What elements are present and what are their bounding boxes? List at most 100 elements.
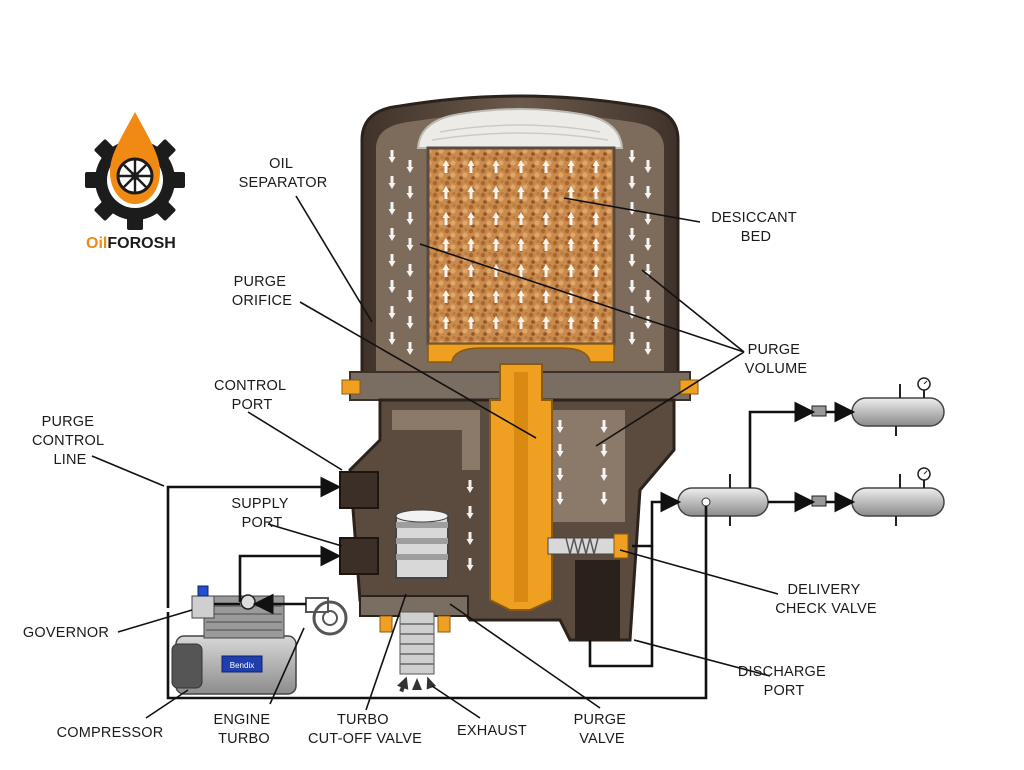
flow-arrow xyxy=(517,290,525,303)
flow-arrow xyxy=(492,316,500,329)
flow-arrow xyxy=(492,290,500,303)
gauge-icon xyxy=(917,377,931,398)
center-tube-bore xyxy=(514,372,528,602)
internal-air-passage xyxy=(392,410,480,470)
label-discharge-port: DISCHARGE PORT xyxy=(738,664,830,699)
flow-arrow xyxy=(492,264,500,277)
flow-arrow xyxy=(406,264,414,277)
governor-reservoir-line xyxy=(166,506,708,700)
air-dryer xyxy=(339,94,699,693)
dryer-dome xyxy=(416,108,624,149)
flow-arrow xyxy=(567,316,575,329)
flow-arrow xyxy=(556,444,564,457)
delivery-check-valve xyxy=(547,533,629,559)
flow-arrow xyxy=(542,316,550,329)
flow-arrow xyxy=(592,212,600,225)
flow-arrow xyxy=(567,264,575,277)
reservoir-primary xyxy=(677,487,769,517)
flow-arrow xyxy=(466,506,474,519)
flow-arrow xyxy=(517,186,525,199)
purge-control-line xyxy=(166,476,342,608)
label-compressor: COMPRESSOR xyxy=(57,725,164,741)
label-engine-turbo: ENGINE TURBO xyxy=(213,712,274,747)
flow-arrow xyxy=(388,254,396,267)
flow-arrow xyxy=(592,316,600,329)
flow-arrow xyxy=(542,186,550,199)
safety-valve-icon xyxy=(729,384,901,526)
diagram-labels: OIL SEPARATOR DESICCANT BED PURGE ORIFIC… xyxy=(23,156,877,747)
flow-arrow xyxy=(644,342,652,355)
flow-arrow xyxy=(406,186,414,199)
flow-arrow xyxy=(542,212,550,225)
flow-arrow xyxy=(556,492,564,505)
label-turbo-cutoff-valve: TURBO CUT-OFF VALVE xyxy=(308,712,422,747)
label-purge-volume: PURGE VOLUME xyxy=(745,342,808,377)
flow-arrow xyxy=(600,444,608,457)
flow-arrow xyxy=(442,238,450,251)
flow-arrow xyxy=(467,160,475,173)
label-purge-valve: PURGE VALVE xyxy=(574,712,631,747)
flow-arrow xyxy=(492,160,500,173)
flow-arrow xyxy=(542,290,550,303)
flow-arrow xyxy=(467,316,475,329)
flow-arrow xyxy=(600,420,608,433)
flow-arrow xyxy=(628,150,636,163)
turbine-wheel-icon xyxy=(116,157,154,195)
flow-arrow xyxy=(644,290,652,303)
flow-arrow xyxy=(466,532,474,545)
flow-arrow xyxy=(467,290,475,303)
label-exhaust: EXHAUST xyxy=(457,723,527,739)
flow-arrow xyxy=(556,420,564,433)
compressor-nameplate xyxy=(221,655,263,673)
delivery-line xyxy=(632,491,682,548)
flow-arrow xyxy=(442,264,450,277)
flow-arrow xyxy=(592,160,600,173)
flow-arrow xyxy=(406,160,414,173)
flow-arrow xyxy=(542,264,550,277)
exhaust-arrows xyxy=(396,676,437,693)
flow-arrow xyxy=(467,238,475,251)
purge-valve-cavity xyxy=(575,560,620,640)
flow-arrow xyxy=(600,492,608,505)
flow-arrow xyxy=(442,290,450,303)
flow-arrow xyxy=(628,332,636,345)
label-control-port: CONTROL PORT xyxy=(214,378,290,413)
deck-flange-left xyxy=(341,379,361,395)
flow-arrow xyxy=(492,212,500,225)
purge-valve-assembly xyxy=(359,595,469,675)
flow-arrow xyxy=(442,160,450,173)
line-to-upper-reservoir xyxy=(748,401,816,488)
callout-leaders xyxy=(91,195,779,719)
flow-arrow xyxy=(466,558,474,571)
flow-arrow xyxy=(567,238,575,251)
flow-arrow xyxy=(592,264,600,277)
flow-arrow xyxy=(388,176,396,189)
flow-arrow xyxy=(592,186,600,199)
flow-arrow xyxy=(628,280,636,293)
flow-arrow xyxy=(567,160,575,173)
governor-body xyxy=(191,595,215,619)
label-oil-separator: OIL SEPARATOR xyxy=(239,156,328,191)
flow-arrow xyxy=(388,202,396,215)
air-lines xyxy=(166,401,856,700)
flow-arrow xyxy=(628,228,636,241)
label-supply-port: SUPPLY PORT xyxy=(231,496,292,531)
flow-arrow xyxy=(406,290,414,303)
dome-ribs xyxy=(431,124,609,141)
reservoir-lower xyxy=(851,487,945,517)
logo-wordmark: OilFOROSH xyxy=(86,235,176,252)
flow-arrow xyxy=(517,238,525,251)
control-port-fitting xyxy=(339,471,379,509)
flow-arrow xyxy=(517,160,525,173)
flow-arrow xyxy=(517,264,525,277)
flow-arrow xyxy=(406,212,414,225)
flow-arrow xyxy=(388,280,396,293)
internal-chamber-right xyxy=(545,410,625,522)
label-purge-orifice: PURGE ORIFICE xyxy=(232,274,292,309)
flow-arrow xyxy=(567,212,575,225)
compressor-nameplate-text: Bendix xyxy=(230,661,254,670)
gauge-icon xyxy=(917,467,931,488)
flow-arrow xyxy=(517,316,525,329)
cartridge-base xyxy=(427,343,615,363)
